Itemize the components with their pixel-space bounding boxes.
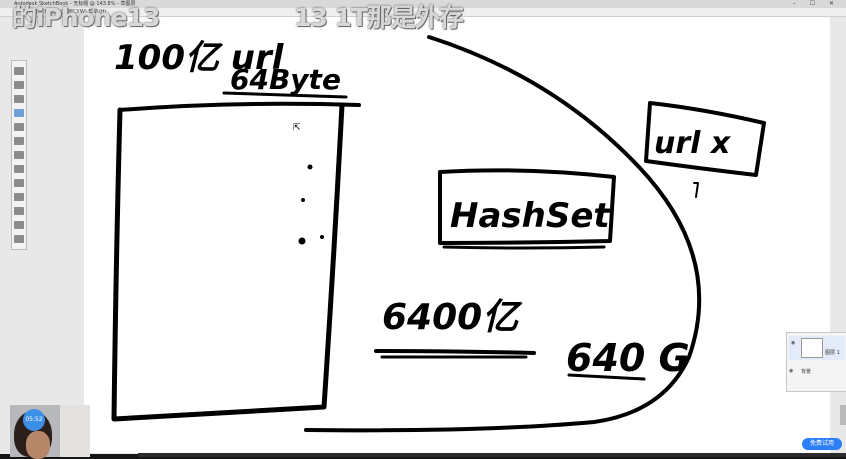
ink-dot xyxy=(298,237,306,245)
visibility-eye-icon[interactable]: ◉ xyxy=(791,340,796,346)
ink-text-count-url: 100亿 url xyxy=(114,38,285,78)
layer-row-1[interactable]: ◉ 图层 1 xyxy=(789,336,845,360)
ink-dot xyxy=(307,164,313,170)
webcam-face xyxy=(26,431,50,459)
window-title: Autodesk SketchBook - 无标题 @ 143.8% - 草图层 xyxy=(14,1,136,7)
webcam-overlay: 05:52 xyxy=(10,405,90,459)
hard-eraser-tool-icon[interactable] xyxy=(14,221,24,229)
ink-text-hashset: HashSet xyxy=(450,196,611,236)
brush-tool-icon[interactable] xyxy=(14,123,24,131)
free-trial-button[interactable]: 免费试用 xyxy=(802,438,842,450)
scrollbar[interactable] xyxy=(840,405,846,425)
ink-drawing: 100亿 url 64Byte HashSet url x 6400亿 640 … xyxy=(111,35,766,433)
texture-tool-icon[interactable] xyxy=(14,193,24,201)
tool-palette xyxy=(11,60,27,250)
window-controls[interactable]: – ☐ ✕ xyxy=(792,0,840,7)
ink-tick xyxy=(693,182,699,198)
brush-settings-icon[interactable] xyxy=(14,235,24,243)
ink-text-size: 640 G xyxy=(566,336,690,380)
ink-text-urlx: url x xyxy=(654,126,732,161)
ink-rect-stroke xyxy=(111,102,345,422)
pen-tool-icon[interactable] xyxy=(14,81,24,89)
blur-tool-icon[interactable] xyxy=(14,179,24,187)
ink-hashset-underline xyxy=(442,245,606,250)
eraser-tool-icon[interactable] xyxy=(14,207,24,215)
layer-2-label: 背景 xyxy=(801,369,812,375)
marker-tool-icon[interactable] xyxy=(14,95,24,103)
ink-arc xyxy=(304,35,702,433)
ink-hashset-box xyxy=(438,168,616,245)
ink-dot xyxy=(301,198,305,202)
ink-underline-size xyxy=(567,373,646,381)
caption-right: 13 1T那是外存 xyxy=(294,3,464,32)
title-bar: Autodesk SketchBook - 无标题 @ 143.8% - 草图层… xyxy=(0,0,846,8)
smudge-tool-icon[interactable] xyxy=(14,165,24,173)
ink-rect-top xyxy=(118,101,361,112)
pencil-tool-icon[interactable] xyxy=(14,67,24,75)
ink-dot xyxy=(320,235,324,239)
layer-1-label: 图层 1 xyxy=(825,350,840,356)
caption-left: 的iPhone13 xyxy=(12,3,160,32)
webcam-background xyxy=(60,405,90,457)
ink-dot xyxy=(322,405,326,409)
ink-underline-count xyxy=(374,349,536,355)
mouse-cursor-icon: ⇱ xyxy=(293,123,301,133)
layers-panel: ◉ 图层 1 ◉ 背景 xyxy=(786,332,846,392)
ballpoint-tool-icon[interactable] xyxy=(14,109,24,117)
ink-urlx-box xyxy=(644,101,766,177)
airbrush-tool-icon[interactable] xyxy=(14,137,24,145)
ink-text-bytes: 64Byte xyxy=(230,63,341,96)
ink-underline-bytes xyxy=(222,91,348,99)
menu-bar: 文件(F) 编辑(E) 图像(I) 窗口(W) 帮助(H) xyxy=(0,8,846,17)
fill-tool-icon[interactable] xyxy=(14,151,24,159)
bottom-bar xyxy=(138,453,846,457)
recording-timer: 05:52 xyxy=(23,409,45,431)
layer-thumbnail xyxy=(801,338,823,358)
menu-items[interactable]: 文件(F) 编辑(E) 图像(I) 窗口(W) 帮助(H) xyxy=(14,9,107,15)
drawing-canvas[interactable] xyxy=(84,17,830,453)
ink-text-total-count: 6400亿 xyxy=(382,297,523,338)
visibility-eye-icon[interactable]: ◉ xyxy=(789,368,794,374)
